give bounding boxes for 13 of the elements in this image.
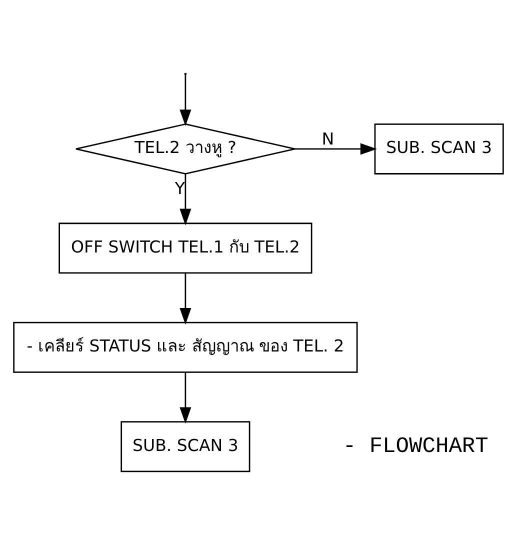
- node-box: SUB. SCAN 3: [374, 122, 504, 174]
- edge-label: Y: [174, 178, 185, 198]
- node-diamond: TEL.2 วางหู ?: [75, 122, 296, 174]
- node-box: - เคลียร์ STATUS และ สัญญาณ ของ TEL. 2: [13, 321, 358, 372]
- arrow: [180, 372, 192, 424]
- arrow: [180, 174, 192, 225]
- label: - FLOWCHART: [342, 433, 488, 458]
- node-box: SUB. SCAN 3: [120, 420, 250, 472]
- edge-label: N: [322, 128, 334, 148]
- arrow: [180, 272, 192, 324]
- node-box: OFF SWITCH TEL.1 กับ TEL.2: [58, 222, 312, 274]
- arrow: [180, 74, 192, 126]
- arrow: [294, 142, 377, 154]
